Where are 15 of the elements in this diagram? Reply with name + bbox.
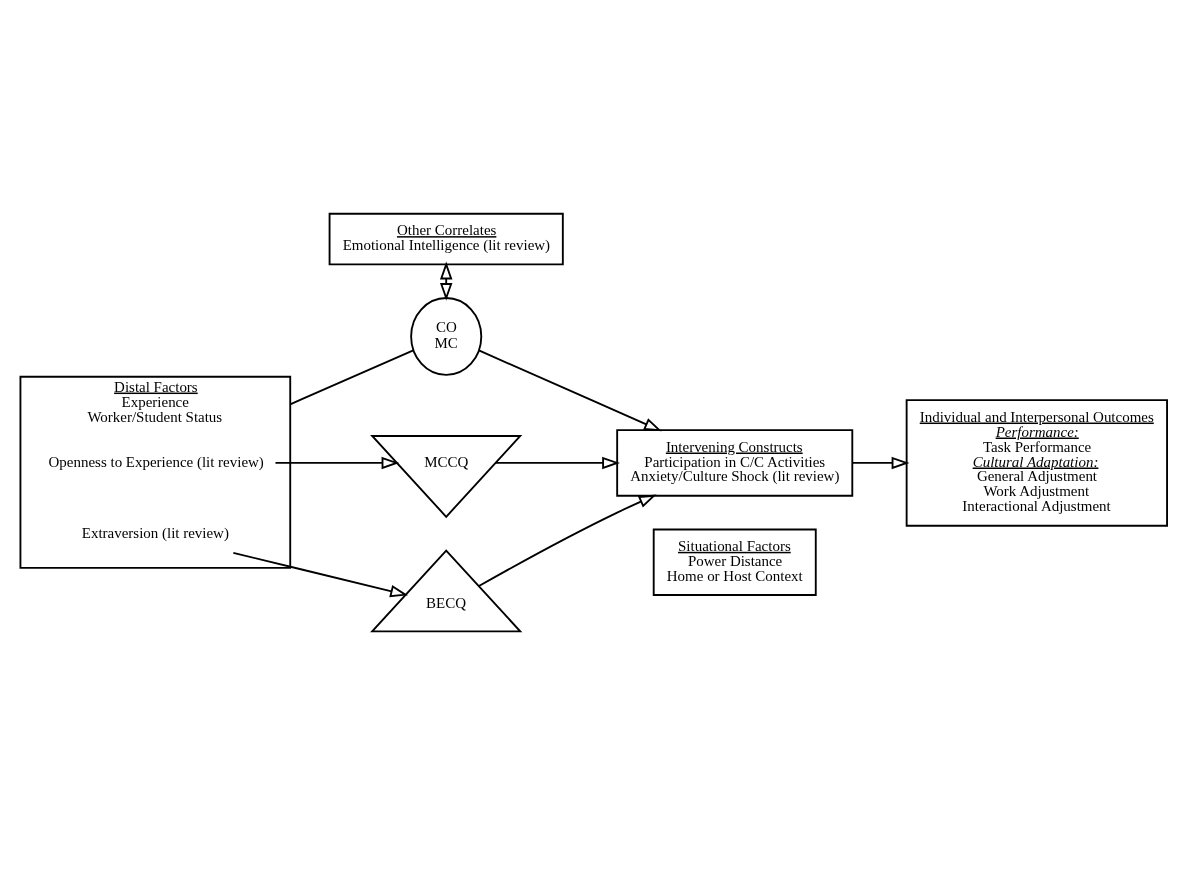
arrow [439, 261, 453, 301]
arrow [478, 494, 657, 587]
node-box: Situational Factors Power Distance Home or Host Context [652, 528, 817, 596]
arrow [478, 349, 662, 431]
arrow [494, 456, 620, 469]
connector [289, 349, 415, 405]
node-text: Extraversion (lit review) [81, 524, 229, 541]
node-box: Other Correlates Emotional Intelligence (lit review) [328, 212, 564, 265]
node-box: Individual and Interpersonal Outcomes Performance: Task Performance Cultural Adaptation: General Adjustment Work Adjustment Interactional Adjustment [905, 398, 1168, 527]
arrow [851, 456, 910, 469]
node-circle: CO MC [410, 296, 483, 376]
node-box: Intervening Constructs Participation in C/C Activities Anxiety/Culture Shock (lit review) [616, 428, 854, 497]
arrow [232, 551, 409, 597]
node-text: Openness to Experience (lit review) [48, 452, 264, 469]
arrow [274, 456, 400, 469]
